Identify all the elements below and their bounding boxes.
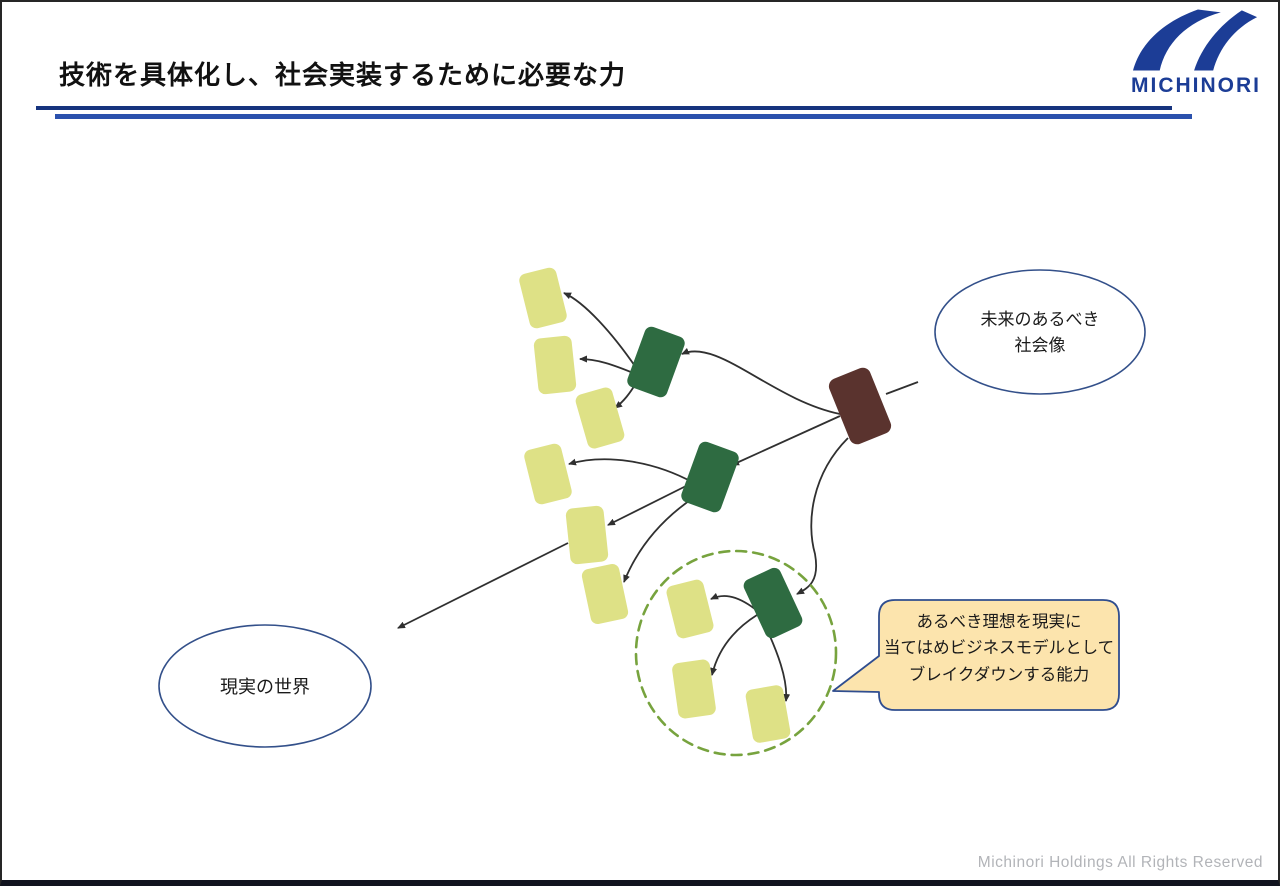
future-label-line2: 社会像 xyxy=(1014,336,1066,356)
leaf-node-yellow-4 xyxy=(524,443,572,505)
leaf-node-yellow-3 xyxy=(575,387,625,449)
reality-ellipse-label: 現実の世界 xyxy=(160,674,370,702)
leaf-node-yellow-8 xyxy=(672,659,716,719)
arrow-root-to-green3 xyxy=(796,437,849,595)
leaf-node-yellow-6 xyxy=(581,563,629,625)
arrow-green1-to-y2 xyxy=(579,355,639,376)
leaf-node-yellow-9 xyxy=(745,685,791,743)
arrow-root-to-green2 xyxy=(731,415,841,466)
arrow-green3-to-y7 xyxy=(710,592,756,610)
branch-node-green-1 xyxy=(627,326,685,398)
future-ellipse xyxy=(934,269,1146,395)
branch-node-green-2 xyxy=(681,441,739,513)
breakdown-scope-dashed-ellipse xyxy=(634,549,838,757)
future-label-line1: 未来のあるべき xyxy=(980,310,1100,329)
arrow-to-reality xyxy=(397,542,569,629)
arrow-green2-to-y5 xyxy=(607,484,689,526)
leaf-node-yellow-1 xyxy=(519,267,567,329)
ellipse-to-root-line xyxy=(885,381,919,395)
root-node-brown xyxy=(828,367,892,445)
branch-node-green-3 xyxy=(743,567,803,639)
leaf-node-yellow-7 xyxy=(666,579,714,639)
arrow-green2-to-y4 xyxy=(568,458,695,484)
title-rule-dark xyxy=(36,106,1172,110)
breakdown-callout-label: あるべき理想を現実に 当てはめビジネスモデルとして ブレイクダウンする能力 xyxy=(874,609,1124,688)
slide-title: 技術を具体化し、社会実装するために必要な力 xyxy=(59,60,627,90)
reality-ellipse xyxy=(158,624,372,748)
leaf-node-yellow-5 xyxy=(565,505,609,565)
title-rule-light xyxy=(55,114,1192,119)
callout-line1: あるべき理想を現実に xyxy=(916,613,1082,631)
callout-line3: ブレイクダウンする能力 xyxy=(908,665,1090,684)
arrow-green1-to-y1 xyxy=(563,292,640,373)
copyright-notice: Michinori Holdings All Rights Reserved xyxy=(977,854,1263,871)
arrow-root-to-green1 xyxy=(681,347,841,415)
breakdown-callout-bubble xyxy=(832,599,1120,711)
arrow-green2-to-y6 xyxy=(623,495,697,583)
future-ellipse-label: 未来のあるべき 社会像 xyxy=(935,307,1145,360)
arrow-green3-to-y8 xyxy=(710,614,758,676)
logo-wordmark: MICHINORI xyxy=(1131,74,1261,97)
reality-label-text: 現実の世界 xyxy=(220,677,310,697)
road-swoosh-icon xyxy=(1133,9,1258,71)
callout-line2: 当てはめビジネスモデルとして xyxy=(883,639,1115,658)
leaf-node-yellow-2 xyxy=(533,335,577,395)
michinori-logo: MICHINORI xyxy=(1124,8,1268,98)
